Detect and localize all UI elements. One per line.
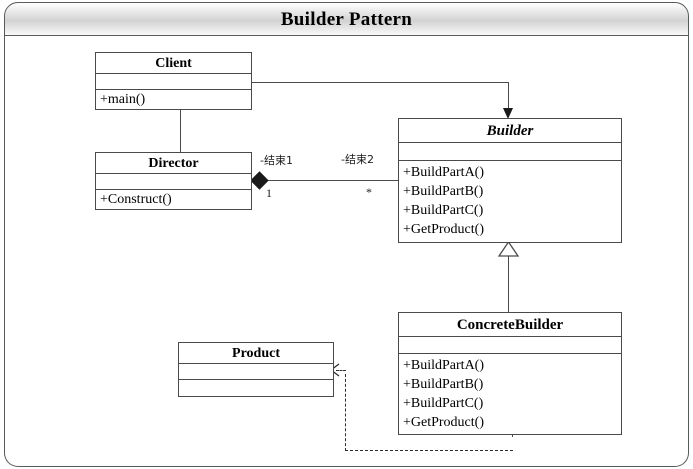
edge-dependency-to-product xyxy=(336,370,346,371)
edge-label-target-role: -结束2 xyxy=(341,153,374,166)
class-name-builder: Builder xyxy=(399,119,621,143)
edge-dependency-bottom xyxy=(345,450,513,451)
edge-label-source-role: -结束1 xyxy=(260,154,293,167)
operation-item: +BuildPartA() xyxy=(403,165,484,180)
class-operations-concretebuilder: +BuildPartA() +BuildPartB() +BuildPartC(… xyxy=(399,354,621,432)
class-box-builder[interactable]: Builder +BuildPartA() +BuildPartB() +Bui… xyxy=(398,118,622,243)
class-operations-director: +Construct() xyxy=(96,190,251,209)
class-name-client: Client xyxy=(96,53,251,74)
class-name-director: Director xyxy=(96,153,251,174)
class-name-product: Product xyxy=(179,343,333,364)
operation-item: +BuildPartC() xyxy=(403,203,484,218)
operation-item: +BuildPartA() xyxy=(403,358,484,373)
operation-item: +Construct() xyxy=(100,192,172,207)
edge-generalization-line xyxy=(508,255,509,312)
class-operations-product xyxy=(179,380,333,396)
arrowhead-client-builder xyxy=(503,108,513,119)
edge-client-director xyxy=(180,110,181,152)
operation-item: +main() xyxy=(100,92,146,107)
operation-item: +GetProduct() xyxy=(403,222,484,237)
edge-dependency-left xyxy=(345,374,346,451)
operation-item: +BuildPartB() xyxy=(403,377,484,392)
class-attributes-concretebuilder xyxy=(399,337,621,354)
generalization-triangle-icon xyxy=(498,241,519,257)
edge-client-builder-vertical xyxy=(508,82,509,110)
class-name-concretebuilder: ConcreteBuilder xyxy=(399,313,621,337)
operation-item: +BuildPartB() xyxy=(403,184,484,199)
diagram-title-bar: Builder Pattern xyxy=(4,2,689,36)
class-box-product[interactable]: Product xyxy=(178,342,334,397)
class-box-concretebuilder[interactable]: ConcreteBuilder +BuildPartA() +BuildPart… xyxy=(398,312,622,435)
page-title: Builder Pattern xyxy=(280,9,413,30)
edge-director-builder xyxy=(262,180,398,181)
class-attributes-client xyxy=(96,74,251,90)
multiplicity-target: * xyxy=(366,185,372,199)
class-box-director[interactable]: Director +Construct() xyxy=(95,152,252,210)
multiplicity-source: 1 xyxy=(266,186,272,200)
operation-item: +BuildPartC() xyxy=(403,396,484,411)
class-attributes-director xyxy=(96,174,251,190)
class-attributes-builder xyxy=(399,143,621,161)
class-operations-builder: +BuildPartA() +BuildPartB() +BuildPartC(… xyxy=(399,161,621,239)
class-box-client[interactable]: Client +main() xyxy=(95,52,252,110)
class-operations-client: +main() xyxy=(96,90,251,109)
edge-client-builder-horizontal xyxy=(252,82,509,83)
operation-item: +GetProduct() xyxy=(403,415,484,430)
class-attributes-product xyxy=(179,364,333,380)
